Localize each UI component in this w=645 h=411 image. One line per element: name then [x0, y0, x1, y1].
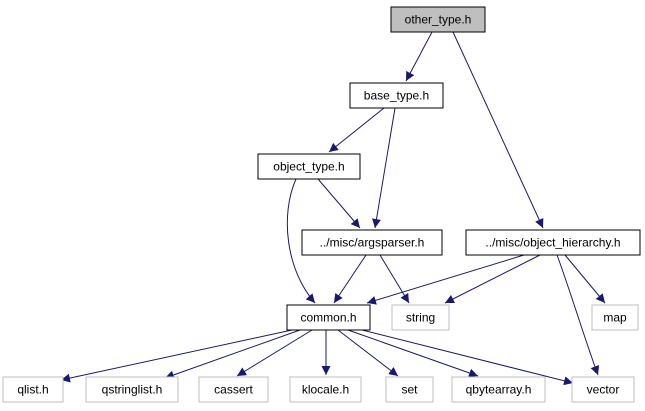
node-label: object_type.h — [273, 160, 344, 174]
edge-other_type-to-base_type — [405, 31, 433, 82]
node-box — [198, 376, 269, 403]
edge-common-to-cassert — [236, 329, 313, 377]
edge-common-to-set — [337, 329, 399, 377]
edge-object_hierarchy-to-map — [564, 254, 606, 304]
edge-other_type-to-object_hierarchy — [452, 31, 544, 229]
node-box — [571, 376, 635, 403]
edge-object_hierarchy-to-string — [444, 254, 541, 304]
node-vector: vector — [571, 376, 635, 403]
node-box — [289, 376, 362, 403]
node-box — [286, 304, 371, 331]
edge-object_type-to-argsparser — [317, 178, 361, 229]
edge-argsparser-to-string — [379, 254, 410, 304]
node-box — [257, 153, 361, 180]
node-box — [591, 304, 639, 331]
node-label: other_type.h — [405, 13, 472, 27]
node-klocale: klocale.h — [289, 376, 362, 403]
node-label: ../misc/argsparser.h — [320, 236, 425, 250]
node-box — [390, 6, 486, 33]
node-common[interactable]: common.h — [286, 304, 371, 331]
edge-object_hierarchy-to-common — [366, 254, 525, 305]
node-label: ../misc/object_hierarchy.h — [485, 236, 620, 250]
node-argsparser[interactable]: ../misc/argsparser.h — [301, 229, 443, 256]
node-box — [385, 376, 434, 403]
node-other-type[interactable]: other_type.h — [390, 6, 486, 33]
node-base-type[interactable]: base_type.h — [349, 82, 444, 109]
node-set: set — [385, 376, 434, 403]
node-label: vector — [587, 383, 620, 397]
node-qbytearray: qbytearray.h — [451, 376, 546, 403]
node-box — [451, 376, 546, 403]
node-qlist: qlist.h — [2, 376, 64, 403]
node-label: common.h — [300, 311, 356, 325]
node-label: qbytearray.h — [466, 383, 532, 397]
node-box — [391, 304, 450, 331]
edge-base_type-to-object_type — [328, 107, 385, 153]
edge-common-to-vector — [361, 329, 574, 386]
edge-object_type-to-common — [286, 178, 316, 304]
node-string: string — [391, 304, 450, 331]
node-label: qstringlist.h — [102, 383, 163, 397]
node-label: cassert — [214, 383, 253, 397]
edge-base_type-to-argsparser — [372, 107, 396, 229]
edges-layer — [60, 31, 606, 386]
node-label: map — [603, 311, 627, 325]
node-label: qlist.h — [17, 383, 48, 397]
edge-common-to-qbytearray — [347, 329, 479, 378]
node-box — [2, 376, 64, 403]
edge-common-to-qlist — [60, 329, 293, 383]
node-cassert: cassert — [198, 376, 269, 403]
node-box — [349, 82, 444, 109]
node-map: map — [591, 304, 639, 331]
edge-object_hierarchy-to-vector — [556, 254, 600, 376]
node-qstringlist: qstringlist.h — [85, 376, 179, 403]
node-box — [301, 229, 443, 256]
node-object-hierarchy[interactable]: ../misc/object_hierarchy.h — [465, 229, 641, 256]
node-box — [85, 376, 179, 403]
node-label: set — [401, 383, 418, 397]
node-object-type[interactable]: object_type.h — [257, 153, 361, 180]
edge-argsparser-to-common — [333, 254, 367, 304]
node-box — [465, 229, 641, 256]
node-label: string — [406, 311, 435, 325]
edge-common-to-qstringlist — [164, 329, 301, 380]
node-label: base_type.h — [364, 89, 429, 103]
node-label: klocale.h — [302, 383, 349, 397]
nodes-layer: other_type.h base_type.h object_type.h ../m… — [2, 6, 641, 403]
